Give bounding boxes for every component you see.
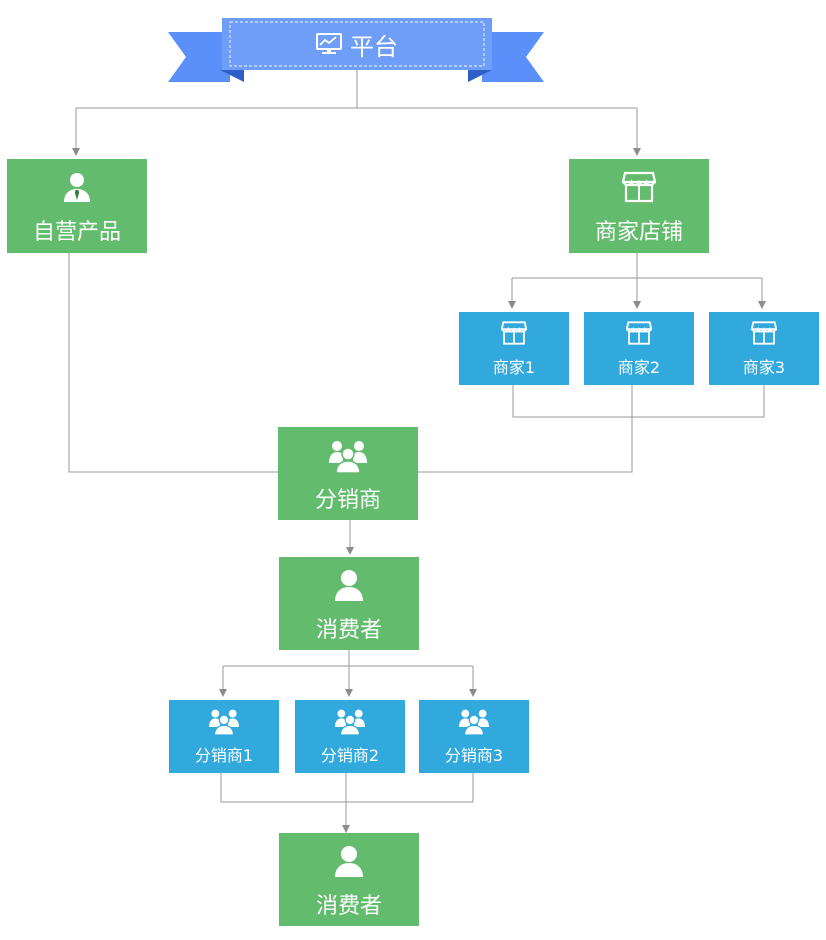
node-label: 消费者 [315,618,382,643]
platform-banner [168,18,544,82]
node-distributor-2: 分销商2 [295,700,405,773]
node-merchant-store: 商家店铺 [569,159,709,253]
group-icon [459,709,489,735]
connector-self-products-down [68,253,279,473]
node-label: 分销商2 [320,746,380,765]
user-icon [335,846,363,877]
connector-merchants-merge [512,385,765,418]
node-consumer: 消费者 [279,557,419,650]
node-merchant-1: 商家1 [459,312,569,385]
store-icon [751,321,777,345]
monitor-chart-icon [316,33,342,54]
user-icon [335,570,363,601]
node-label: 分销商 [314,488,381,513]
store-icon [626,321,652,345]
user-tie-icon [64,173,90,202]
node-distributor-1: 分销商1 [169,700,279,773]
node-consumer-final: 消费者 [279,833,419,926]
group-icon [209,709,239,735]
node-self-products: 自营产品 [7,159,147,253]
platform-title-box: 平台 [222,18,492,70]
node-label: 商家3 [742,358,786,377]
node-merchant-3: 商家3 [709,312,819,385]
node-distributor-3: 分销商3 [419,700,529,773]
node-label: 商家2 [617,358,661,377]
group-icon [329,441,367,473]
store-icon [501,321,527,345]
node-label: 分销商1 [194,746,254,765]
node-label: 分销商3 [444,746,504,765]
platform-title: 平台 [350,32,398,61]
connector-merchant2-down [418,385,633,473]
node-label: 消费者 [315,894,382,919]
store-icon [622,171,656,203]
node-merchant-2: 商家2 [584,312,694,385]
node-label: 自营产品 [32,220,121,245]
node-distributor: 分销商 [278,427,418,520]
node-label: 商家1 [492,358,536,377]
node-label: 商家店铺 [594,220,683,245]
group-icon [335,709,365,735]
connector-distributors-merge [220,773,474,803]
